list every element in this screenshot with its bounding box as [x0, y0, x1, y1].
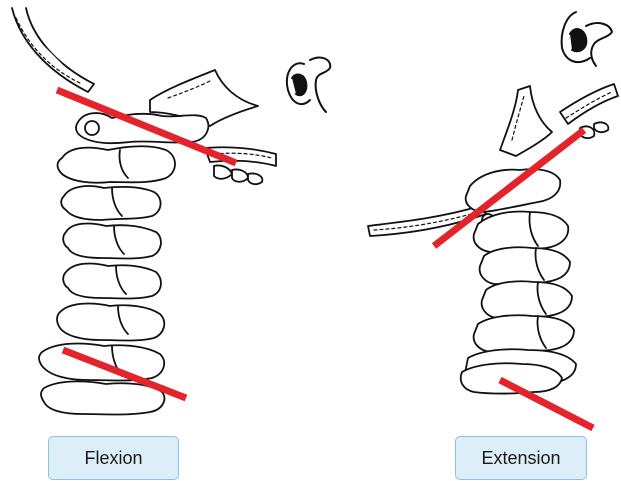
extension-caption: Extension — [455, 436, 587, 480]
flexion-vertebra-c4 — [63, 224, 161, 259]
flexion-vertebra-c3 — [61, 186, 160, 220]
flexion-ear-outline — [287, 58, 330, 112]
flexion-vertebra-c6 — [57, 304, 164, 341]
extension-hyoid-segment — [560, 84, 618, 138]
extension-vertebra-c5 — [474, 315, 574, 352]
flexion-vertebra-c2 — [58, 146, 176, 183]
extension-vertebra-c3 — [480, 247, 570, 284]
flexion-caption: Flexion — [48, 436, 179, 480]
extension-ear-outline — [562, 12, 612, 66]
flexion-vertebra-t1 — [41, 381, 164, 414]
flexion-vertebra-c5 — [63, 264, 161, 299]
flexion-occipital-bone — [12, 8, 94, 92]
extension-mandible — [500, 86, 552, 156]
extension-vertebra-c2 — [474, 212, 569, 253]
extension-vertebra-c4 — [482, 281, 572, 318]
flexion-spine-illustration — [12, 8, 276, 415]
